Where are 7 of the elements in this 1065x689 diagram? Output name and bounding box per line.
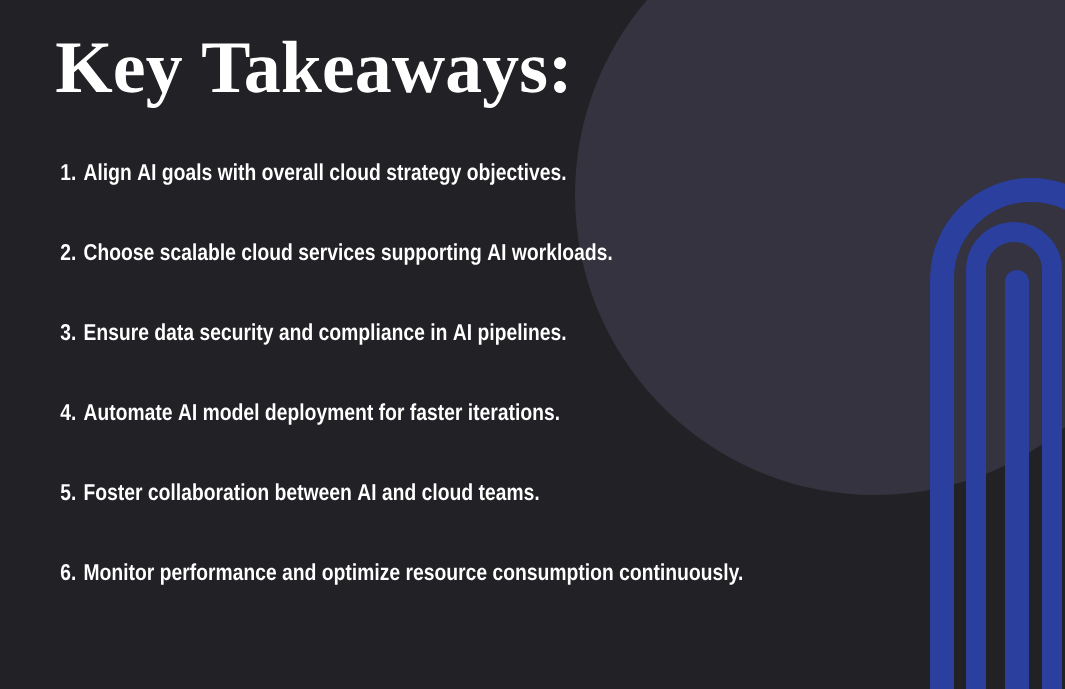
list-item: 2. Choose scalable cloud services supporting AI workloads. (60, 243, 612, 265)
list-item: 3. Ensure data security and compliance in AI pipelines. (60, 323, 566, 345)
list-item: 1. Align AI goals with overall cloud strategy objectives. (61, 163, 566, 185)
list-item: 5. Foster collaboration between AI and cloud teams. (60, 483, 539, 501)
list-item: 6. Monitor performance and optimize resource consumption continuously. (60, 563, 742, 585)
list-item: 4. Automate AI model deployment for faster iterations. (60, 403, 559, 425)
heading: Key Takeaways: (56, 40, 566, 108)
